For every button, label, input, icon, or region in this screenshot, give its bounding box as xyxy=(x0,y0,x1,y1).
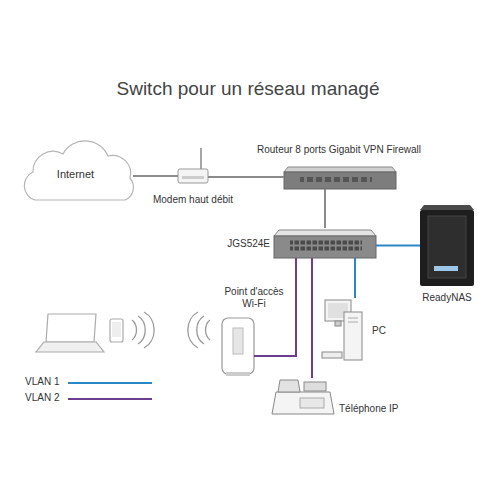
nas-node: ReadyNAS xyxy=(420,205,474,286)
device-label: JGS524E xyxy=(196,238,270,250)
router-node: Routeur 8 ports Gigabit VPN Firewall xyxy=(284,165,396,189)
network-cable xyxy=(133,175,178,177)
device-label: Téléphone IP xyxy=(339,403,429,415)
ip-phone-node: Téléphone IP xyxy=(272,378,334,416)
device-label: Internet xyxy=(18,168,133,180)
router-icon xyxy=(284,167,396,189)
pc-icon xyxy=(322,300,362,360)
ip-phone-icon xyxy=(272,380,334,414)
device-label: PC xyxy=(372,325,412,337)
legend-swatch xyxy=(68,398,152,400)
modem-node: Modem haut débit xyxy=(178,168,208,184)
laptop-icon xyxy=(36,314,104,352)
diagram-title: Switch pour un réseau managé xyxy=(0,78,496,100)
switch-icon xyxy=(274,230,376,258)
network-cable xyxy=(208,176,284,178)
nas-icon xyxy=(420,205,474,286)
network-cable xyxy=(376,245,420,247)
access-point-icon xyxy=(222,318,254,376)
cloud-node: Internet xyxy=(18,150,133,205)
access-point-node: Point d'accès Wi-Fi xyxy=(222,318,254,376)
device-label: Modem haut débit xyxy=(138,194,248,206)
smartphone-icon xyxy=(110,319,123,342)
legend-text: VLAN 1 xyxy=(25,376,59,388)
legend-text: VLAN 2 xyxy=(25,392,59,404)
network-cable xyxy=(324,189,326,228)
wifi-waves xyxy=(132,312,210,348)
switch-node: JGS524E xyxy=(274,228,376,258)
network-cable xyxy=(354,258,356,298)
legend-swatch xyxy=(68,382,152,384)
device-label: Routeur 8 ports Gigabit VPN Firewall xyxy=(234,144,444,156)
network-cable xyxy=(311,258,313,378)
pc-node: PC xyxy=(322,298,363,360)
device-label: Point d'accès Wi-Fi xyxy=(219,286,289,310)
device-label: ReadyNAS xyxy=(407,292,487,304)
modem-icon xyxy=(178,148,208,183)
